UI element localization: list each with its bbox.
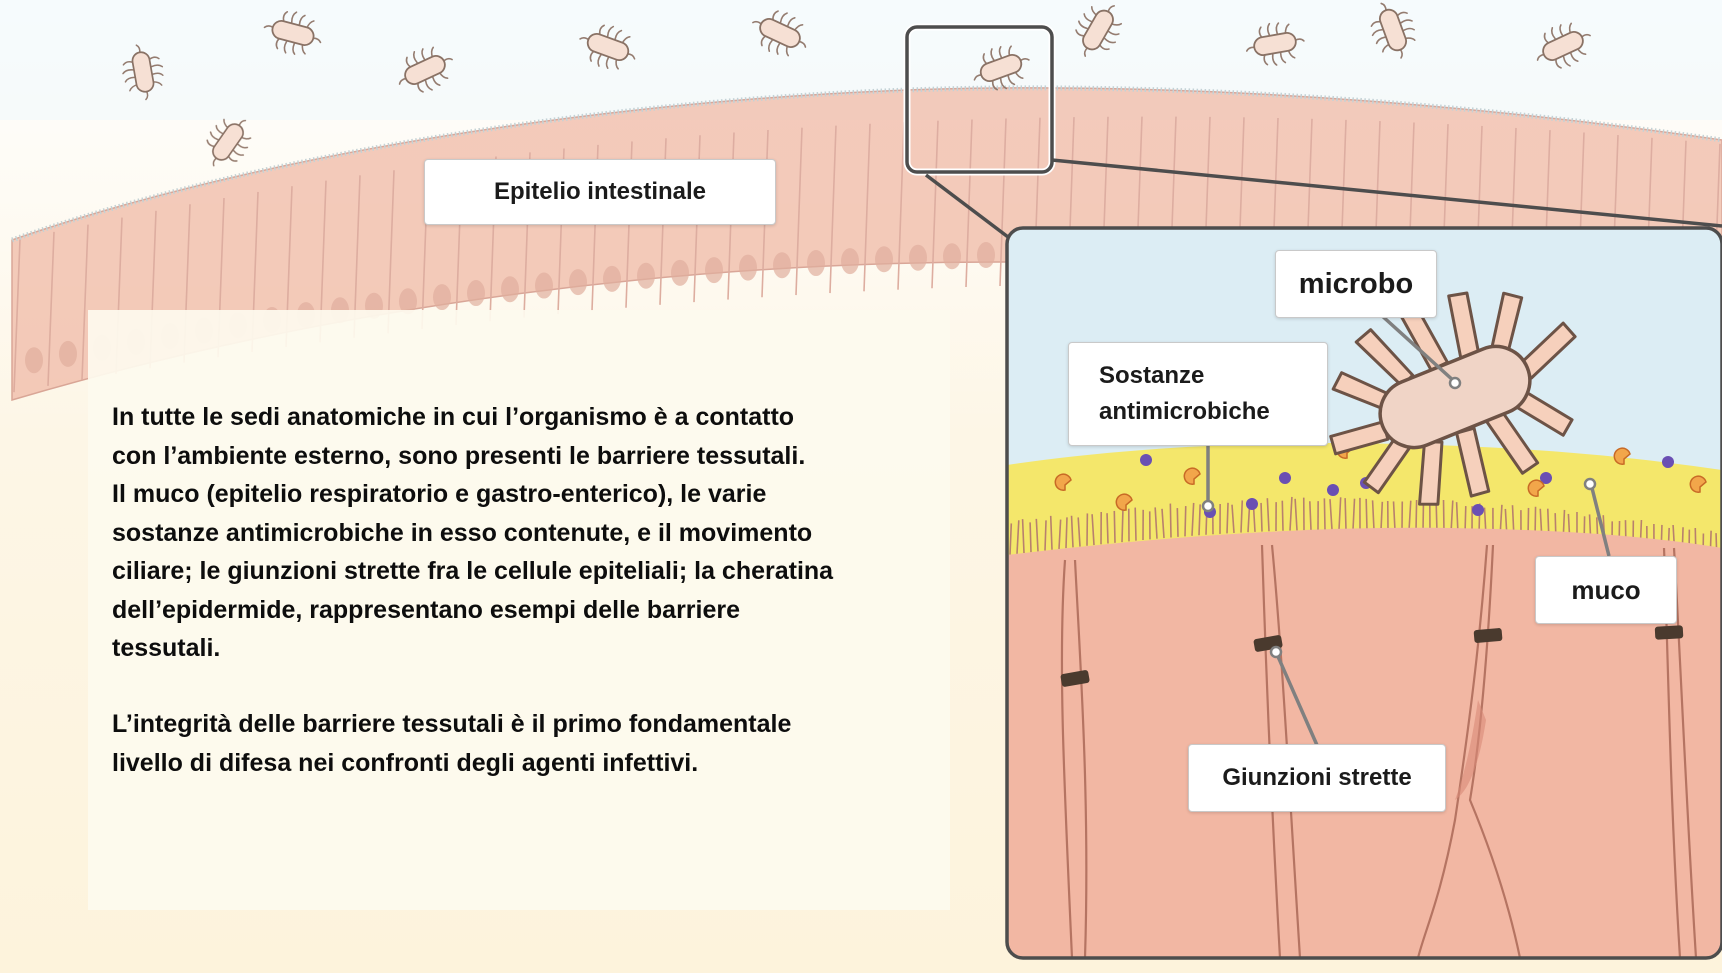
microvillus: [1107, 513, 1108, 543]
cell-nucleus: [841, 248, 859, 274]
tight-junctions-label: Giunzioni strette: [1188, 744, 1446, 812]
cell-nucleus: [875, 246, 893, 272]
microvillus: [1227, 503, 1228, 534]
antimicrobial-label-text: Sostanze antimicrobiche: [1099, 358, 1279, 430]
microvillus: [1045, 520, 1046, 550]
cell-nucleus: [977, 242, 995, 268]
microvillus: [1282, 501, 1283, 531]
cell-nucleus: [943, 243, 961, 269]
microvillus: [1177, 508, 1178, 537]
microvillus: [1122, 509, 1123, 542]
paragraph-line: con l’ambiente esterno, sono presenti le…: [112, 437, 942, 476]
cell-nucleus: [433, 284, 451, 310]
microbe-label: microbo: [1275, 250, 1437, 318]
microvillus: [1135, 508, 1136, 541]
paragraph-2: L’integrità delle barriere tessutali è i…: [112, 705, 942, 782]
paragraph-line: In tutte le sedi anatomiche in cui l’org…: [112, 398, 942, 437]
paragraph-line: Il muco (epitelio respiratorio e gastro-…: [112, 475, 942, 514]
paragraph-line: sostanze antimicrobiche in esso contenut…: [112, 514, 942, 553]
microvillus: [1185, 506, 1186, 536]
cell-nucleus: [535, 273, 553, 299]
cell-nucleus: [467, 280, 485, 306]
microvillus: [1261, 503, 1262, 532]
paragraph-1: In tutte le sedi anatomiche in cui l’org…: [112, 398, 942, 668]
mucus-label: muco: [1535, 556, 1677, 624]
cell-nucleus: [739, 255, 757, 281]
paragraph-line: ciliare; le giunzioni strette fra le cel…: [112, 552, 942, 591]
cell-nucleus: [807, 250, 825, 276]
microvillus: [1345, 498, 1346, 530]
cell-nucleus: [501, 276, 519, 302]
cell-nucleus: [59, 341, 77, 367]
microvillus: [1066, 517, 1067, 548]
microvillus: [1030, 522, 1031, 552]
cell-nucleus: [569, 269, 587, 295]
microvillus: [1114, 511, 1115, 543]
cell-nucleus: [25, 347, 43, 373]
paragraph-line: tessutali.: [112, 629, 942, 668]
paragraph-line: L’integrità delle barriere tessutali è i…: [112, 705, 942, 744]
microvillus: [1170, 504, 1171, 538]
epithelium-label: Epitelio intestinale: [424, 159, 776, 225]
cell-nucleus: [705, 257, 723, 283]
cell-nucleus: [603, 266, 621, 292]
cell-nucleus: [637, 263, 655, 289]
antimicrobial-label: Sostanze antimicrobiche: [1068, 342, 1328, 446]
paragraph-line: livello di difesa nei confronti degli ag…: [112, 744, 942, 783]
paragraph-line: dell’epidermide, rappresentano esempi de…: [112, 591, 942, 630]
cell-nucleus: [773, 252, 791, 278]
microvillus: [1416, 500, 1417, 531]
microvillus: [1366, 499, 1367, 530]
microvillus: [1324, 498, 1325, 529]
cell-nucleus: [671, 260, 689, 286]
cell-nucleus: [909, 245, 927, 271]
